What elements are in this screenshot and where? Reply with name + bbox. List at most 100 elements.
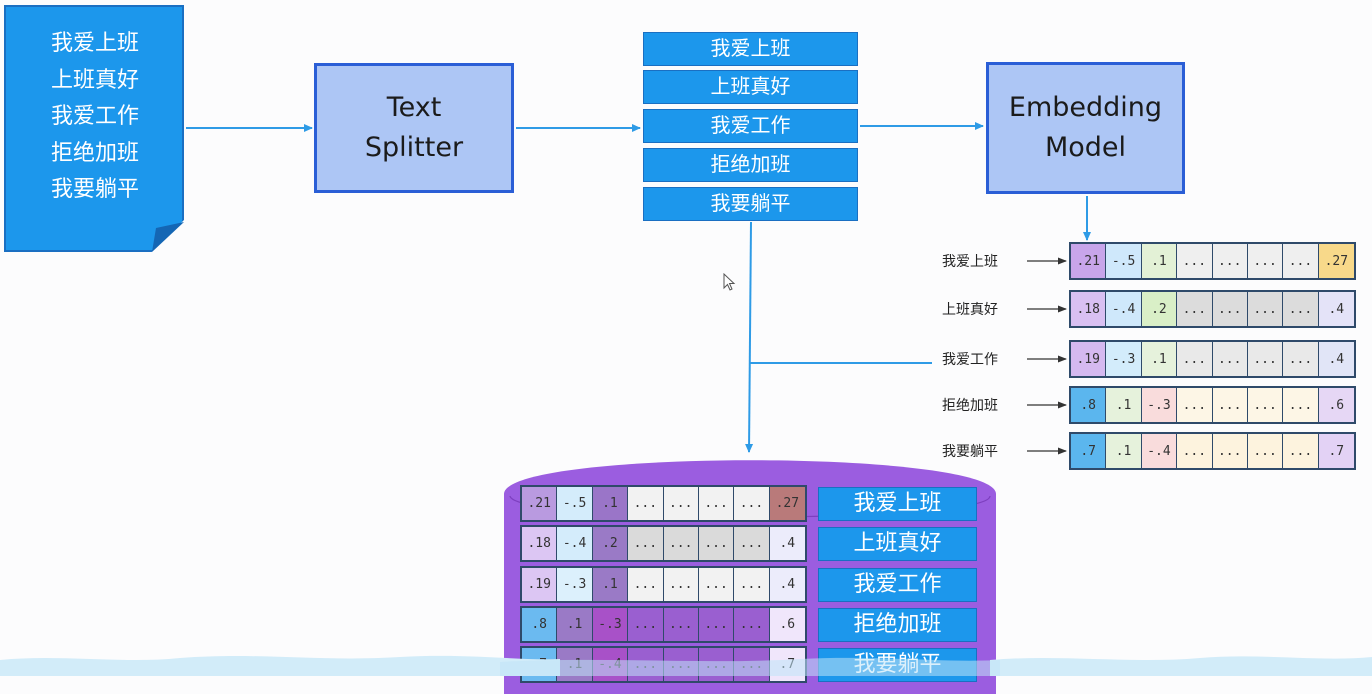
vector-label: 我爱工作 <box>942 352 998 368</box>
vector-cell: ... <box>1283 244 1319 278</box>
embedding-model-label-2: Model <box>1044 132 1127 163</box>
vector-cell: ... <box>1283 342 1319 376</box>
vector-cell: .1 <box>1141 244 1178 278</box>
db-vector-cell: ... <box>628 608 664 641</box>
doc-line: 我爱工作 <box>50 104 139 129</box>
db-vector-row: .19-.3.1.............4 <box>520 566 807 603</box>
vector-cell: ... <box>1177 434 1213 468</box>
doc-line: 我要躺平 <box>50 177 139 202</box>
db-vector-cell: .1 <box>557 608 593 641</box>
db-vector-cell: -.4 <box>557 527 593 560</box>
vector-cell: .27 <box>1318 244 1354 278</box>
vector-cell: ... <box>1177 292 1213 326</box>
vector-cell: -.4 <box>1141 434 1178 468</box>
db-vector-cell: ... <box>663 527 699 560</box>
db-vector-cell: .8 <box>522 608 558 641</box>
vector-cell: -.4 <box>1106 292 1142 326</box>
vector-row: .8.1-.3.............6 <box>1069 386 1356 424</box>
vector-cell: .6 <box>1318 388 1354 422</box>
vector-cell: -.3 <box>1106 342 1142 376</box>
vector-row: .7.1-.4.............7 <box>1069 432 1356 470</box>
vector-cell: .1 <box>1106 434 1142 468</box>
db-chunk-text: 上班真好 <box>818 527 977 561</box>
source-document <box>4 5 184 252</box>
db-vector-cell: ... <box>628 568 664 601</box>
db-vector-row: .21-.5.1.............27 <box>520 485 807 522</box>
db-vector-cell: ... <box>628 527 664 560</box>
chunk-5: 我要躺平 <box>643 187 858 221</box>
embedding-model-label-1: Embedding <box>1008 92 1163 123</box>
chunk-1: 我爱上班 <box>643 32 858 66</box>
vector-cell: .21 <box>1071 244 1107 278</box>
water-decoration <box>0 655 1372 676</box>
db-vector-cell: -.3 <box>592 608 629 641</box>
vector-cell: ... <box>1212 434 1248 468</box>
vector-label: 上班真好 <box>942 302 998 318</box>
vector-cell: .4 <box>1318 292 1354 326</box>
db-vector-cell: .4 <box>769 568 805 601</box>
db-vector-cell: ... <box>734 487 770 520</box>
vector-label: 我要躺平 <box>942 444 998 460</box>
db-vector-cell: ... <box>734 568 770 601</box>
db-vector-cell: ... <box>734 608 770 641</box>
text-splitter-box: Text Splitter <box>314 63 514 193</box>
vector-cell: ... <box>1212 388 1248 422</box>
db-vector-cell: .1 <box>592 568 629 601</box>
vector-cell: ... <box>1247 292 1284 326</box>
vector-label: 我爱上班 <box>942 254 998 270</box>
vector-cell: ... <box>1247 342 1284 376</box>
vector-cell: .4 <box>1318 342 1354 376</box>
vector-label: 拒绝加班 <box>942 398 998 414</box>
vector-cell: .18 <box>1071 292 1107 326</box>
vector-cell: ... <box>1247 388 1284 422</box>
db-vector-cell: ... <box>734 527 770 560</box>
vector-cell: ... <box>1283 292 1319 326</box>
doc-line: 拒绝加班 <box>50 140 139 166</box>
db-vector-cell: ... <box>663 568 699 601</box>
vector-cell: ... <box>1283 434 1319 468</box>
text-splitter-label-1: Text <box>386 92 442 123</box>
vector-cell: ... <box>1212 292 1248 326</box>
vector-cell: .2 <box>1141 292 1178 326</box>
db-vector-cell: .19 <box>522 568 558 601</box>
vector-row: .19-.3.1.............4 <box>1069 340 1356 378</box>
db-vector-cell: .6 <box>769 608 805 641</box>
vector-row: .21-.5.1.............27 <box>1069 242 1356 280</box>
vector-cell: ... <box>1247 434 1284 468</box>
db-chunk-text: 我爱上班 <box>818 487 977 521</box>
vector-cell: .7 <box>1071 434 1107 468</box>
connectors <box>186 122 1091 455</box>
vector-cell: .8 <box>1071 388 1107 422</box>
db-vector-cell: ... <box>663 608 699 641</box>
db-chunk-text: 拒绝加班 <box>818 608 977 642</box>
db-vector-cell: .4 <box>769 527 805 560</box>
vector-cell: ... <box>1212 244 1248 278</box>
db-vector-row: .18-.4.2.............4 <box>520 525 807 562</box>
doc-line: 上班真好 <box>50 67 139 93</box>
chunk-2: 上班真好 <box>643 70 858 104</box>
db-chunk-text: 我爱工作 <box>818 568 977 602</box>
db-vector-cell: ... <box>698 608 735 641</box>
db-vector-cell: .1 <box>592 487 629 520</box>
vector-cell: -.3 <box>1141 388 1178 422</box>
db-vector-cell: .18 <box>522 527 558 560</box>
vector-cell: ... <box>1177 342 1213 376</box>
vector-cell: ... <box>1177 388 1213 422</box>
db-vector-row: .8.1-.3.............6 <box>520 606 807 643</box>
vector-cell: .7 <box>1318 434 1354 468</box>
db-vector-cell: .21 <box>522 487 558 520</box>
vector-cell: ... <box>1177 244 1213 278</box>
page-fold-icon <box>152 222 184 252</box>
doc-line: 我爱上班 <box>50 31 139 56</box>
db-vector-cell: ... <box>698 527 735 560</box>
db-vector-cell: ... <box>698 487 735 520</box>
vector-cell: .1 <box>1106 388 1142 422</box>
chunk-3: 我爱工作 <box>643 109 858 143</box>
vector-cell: ... <box>1247 244 1284 278</box>
db-vector-cell: ... <box>628 487 664 520</box>
chunk-4: 拒绝加班 <box>643 148 858 182</box>
db-vector-cell: .2 <box>592 527 629 560</box>
line-chunks-down <box>745 221 754 453</box>
vector-row: .18-.4.2.............4 <box>1069 290 1356 328</box>
mouse-cursor-icon <box>723 273 736 291</box>
